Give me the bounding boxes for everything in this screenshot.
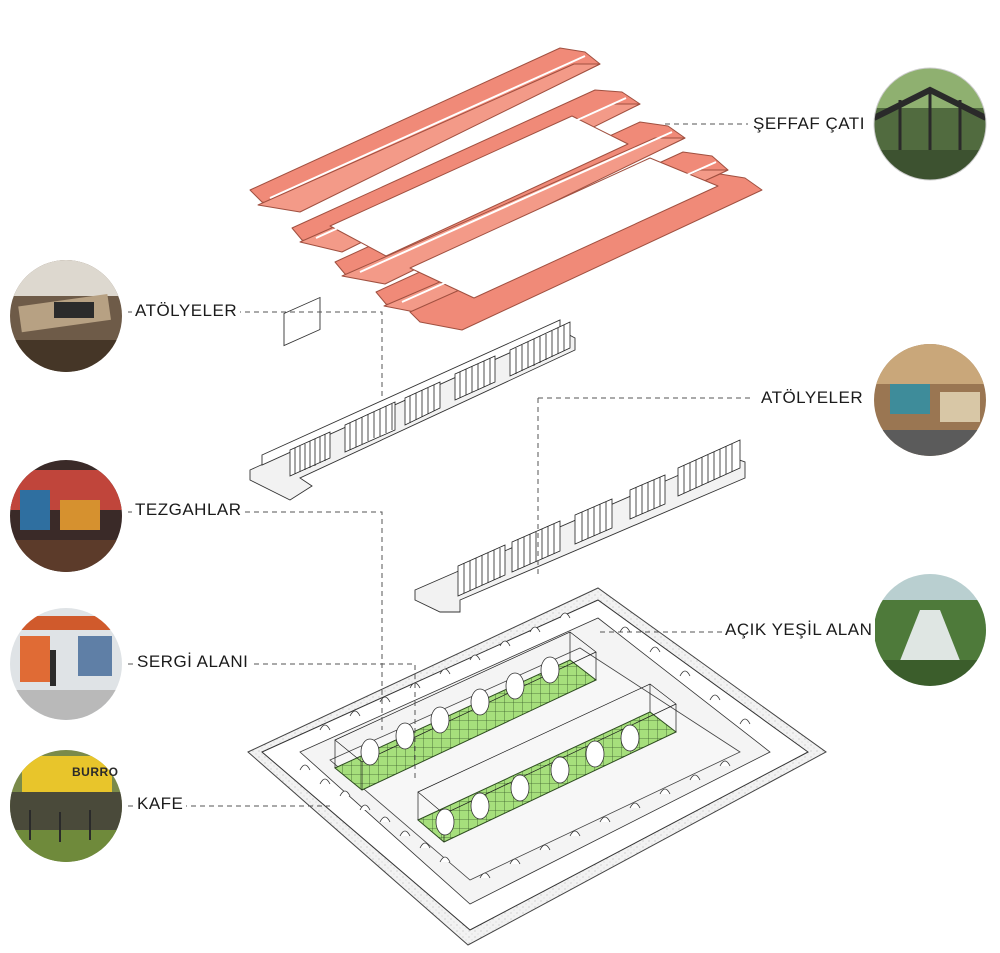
photo-atolyeler-right [874,344,986,456]
label-kafe: KAFE [134,794,187,814]
photo-sergi-alani [10,608,122,720]
label-acik-yesil-alan: AÇIK YEŞİL ALAN [722,620,876,640]
label-tezgahlar: TEZGAHLAR [132,500,245,520]
photo-seffaf-cati [873,67,987,181]
label-atolyeler-left: ATÖLYELER [132,301,241,321]
photo-atolyeler-left [10,260,122,372]
right-workshop-strip [414,439,746,613]
photo-tezgahlar [10,460,122,572]
label-atolyeler-right: ATÖLYELER [758,388,867,408]
kafe-photo-sign: BURRO [72,765,119,779]
roof-layer [249,47,763,331]
left-workshop-strip [249,296,576,501]
photo-acik-yesil-alan [874,574,986,686]
label-seffaf-cati: ŞEFFAF ÇATI [750,114,868,134]
ground-floor-base [247,587,827,946]
photo-kafe [10,750,122,862]
label-sergi-alani: SERGİ ALANI [134,652,252,672]
